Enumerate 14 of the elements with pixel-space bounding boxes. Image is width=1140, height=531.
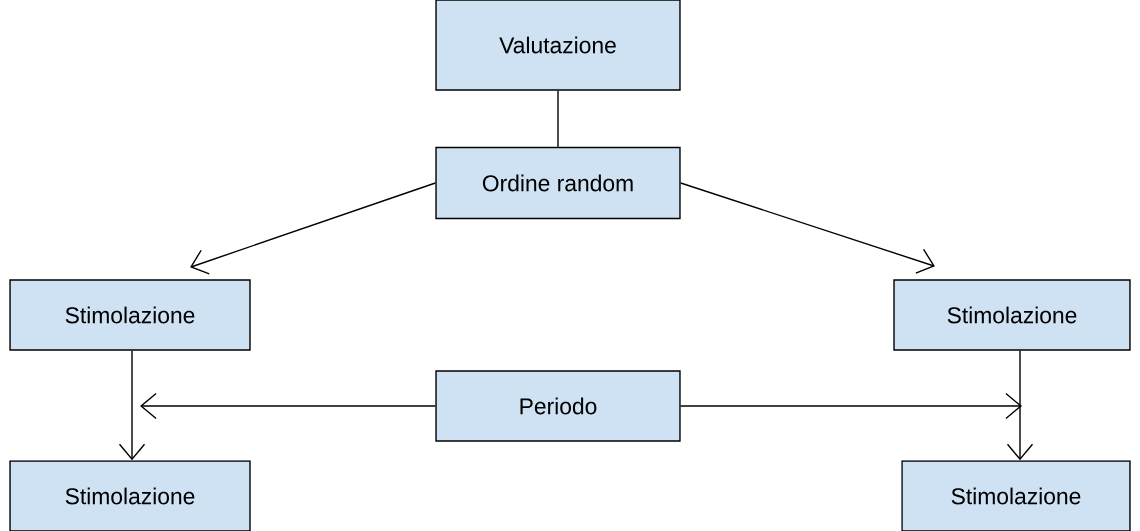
process-box: Stimolazione	[901, 460, 1131, 531]
arrow	[1006, 350, 1034, 461]
process-box: Ordine random	[435, 146, 681, 220]
arrow	[679, 392, 1022, 420]
arrow	[190, 182, 437, 275]
process-box: Valutazione	[435, 0, 681, 91]
arrow	[140, 392, 437, 420]
arrow	[118, 350, 146, 461]
process-box: Stimolazione	[9, 460, 251, 531]
process-box: Periodo	[435, 370, 681, 442]
connector-line	[557, 90, 559, 148]
process-box: Stimolazione	[9, 279, 251, 351]
arrow	[679, 182, 935, 274]
process-box: Stimolazione	[893, 279, 1131, 351]
